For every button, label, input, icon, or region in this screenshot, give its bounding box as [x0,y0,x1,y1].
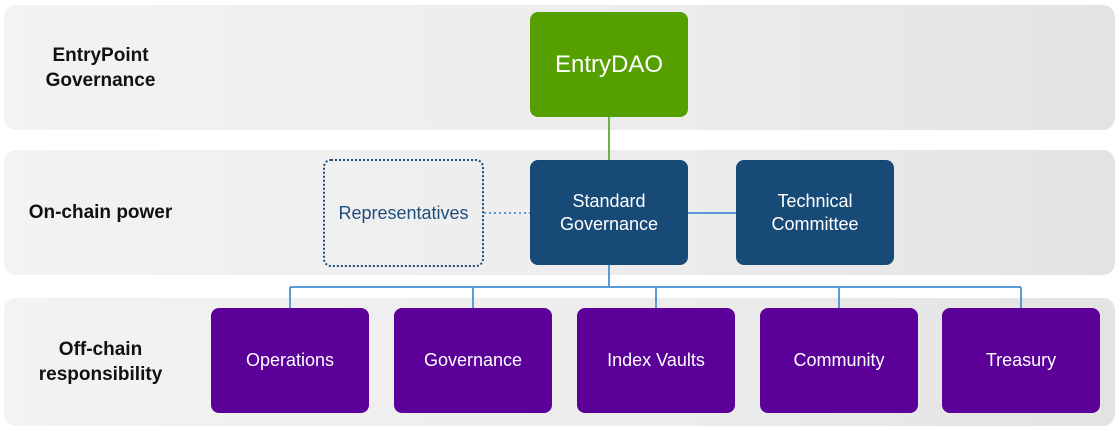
standard-governance-node: Standard Governance [530,160,688,265]
offchain-unit-governance: Governance [394,308,552,413]
offchain-band [4,298,1115,426]
representatives-label: Representatives [338,202,469,223]
technical-committee-node: Technical Committee [736,160,894,265]
entrydao-node: EntryDAO [530,12,688,117]
onchain-row-label: On-chain power [28,202,173,223]
offchain-unit-operations: Operations [211,308,369,413]
offchain-unit-community: Community [760,308,918,413]
offchain-unit-treasury: Treasury [942,308,1100,413]
offchain-row-label: Off-chain responsibility [38,338,163,385]
governance-row-label: EntryPoint Governance [45,44,156,91]
standard-governance-label: Standard Governance [559,190,659,234]
technical-committee-label: Technical Committee [771,190,859,234]
representatives-node: Representatives [323,159,484,267]
offchain-unit-index-vaults: Index Vaults [577,308,735,413]
